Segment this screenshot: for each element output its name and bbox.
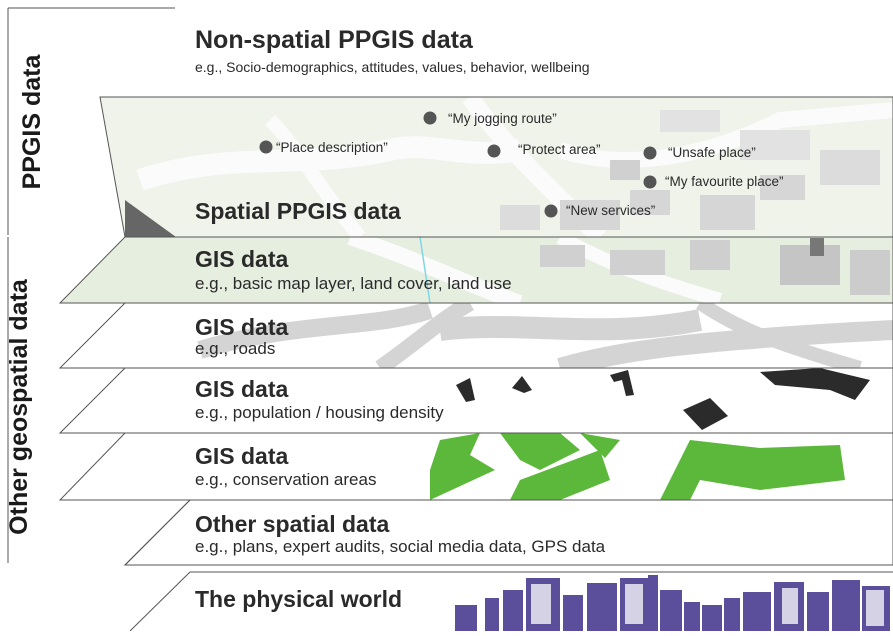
non-spatial-subtitle: e.g., Socio-demographics, attitudes, val… — [195, 59, 590, 75]
other-spatial-subtitle: e.g., plans, expert audits, social media… — [195, 537, 606, 556]
gis-basic-title: GIS data — [195, 246, 289, 272]
ppgis-pins — [259, 111, 657, 218]
skyline-windows — [531, 584, 884, 626]
pin-label-protect-area: “Protect area” — [518, 142, 601, 157]
pin-label-unsafe-place: “Unsafe place” — [668, 145, 756, 160]
gis-roads-title: GIS data — [195, 314, 289, 340]
spatial-ppgis-title: Spatial PPGIS data — [195, 198, 401, 224]
gis-conservation-subtitle: e.g., conservation areas — [195, 470, 377, 489]
pin-dot-new-services — [544, 204, 558, 218]
gis-conservation-outline — [58, 432, 893, 501]
spatial-ppgis-map — [100, 97, 893, 237]
gis-population-map — [60, 368, 893, 433]
pin-dot-unsafe-place — [643, 146, 657, 160]
spatial-ppgis-corner — [125, 200, 176, 237]
pin-label-jogging-route: “My jogging route” — [448, 111, 557, 126]
gis-conservation-title: GIS data — [195, 443, 289, 469]
spatial-ppgis-outline — [99, 96, 893, 238]
gis-roads-outline — [58, 302, 893, 369]
city-skyline — [455, 575, 890, 631]
gis-basic-outline — [58, 236, 893, 304]
pin-label-new-services: “New services” — [566, 203, 656, 218]
pin-dot-protect-area — [487, 144, 501, 158]
gis-population-outline — [58, 367, 893, 434]
other-spatial-title: Other spatial data — [195, 511, 390, 537]
gis-roads-subtitle: e.g., roads — [195, 339, 276, 358]
pin-dot-jogging-route — [423, 111, 437, 125]
side-label-ppgis: PPGIS data — [18, 54, 46, 190]
gis-basic-map — [60, 237, 893, 303]
pin-label-favourite-place: “My favourite place” — [665, 174, 784, 189]
pin-dot-place-description — [259, 140, 273, 154]
gis-basic-subtitle: e.g., basic map layer, land cover, land … — [195, 274, 512, 293]
gis-population-title: GIS data — [195, 376, 289, 402]
physical-world-title: The physical world — [195, 586, 403, 612]
gis-conservation-map — [60, 433, 893, 500]
physical-world-edge — [129, 571, 191, 632]
pin-dot-favourite-place — [643, 175, 657, 189]
non-spatial-title: Non-spatial PPGIS data — [195, 26, 473, 54]
gis-population-subtitle: e.g., population / housing density — [195, 403, 444, 422]
side-label-other-geospatial: Other geospatial data — [5, 279, 33, 535]
pin-label-place-description: “Place description” — [276, 140, 388, 155]
gis-roads-map — [60, 303, 893, 368]
